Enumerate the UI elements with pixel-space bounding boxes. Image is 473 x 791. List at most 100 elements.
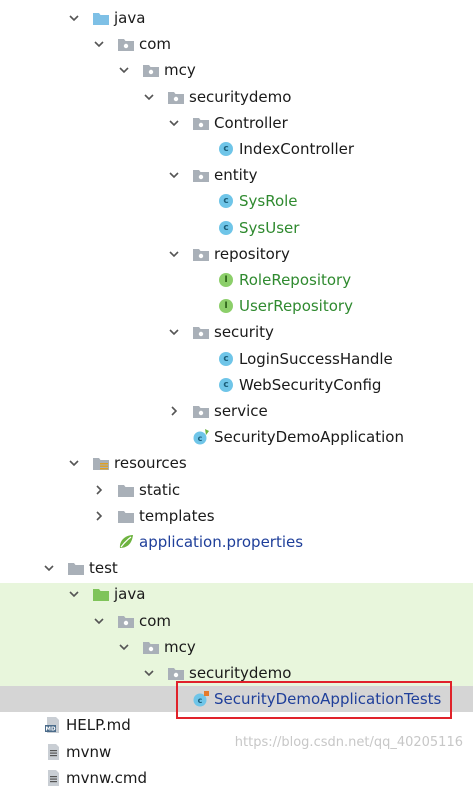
tree-item-label: HELP.md — [66, 716, 131, 735]
svg-text:c: c — [198, 434, 203, 443]
tree-item[interactable]: mvnw — [0, 739, 473, 765]
chevron-down-icon[interactable] — [167, 110, 181, 136]
folder-test-source-icon — [92, 585, 110, 603]
tree-item[interactable]: mvnw.cmd — [0, 765, 473, 791]
tree-item-label: static — [139, 480, 181, 499]
class-icon: c — [217, 350, 235, 368]
tree-item[interactable]: c SecurityDemoApplication — [0, 424, 473, 450]
tree-item-label: Controller — [214, 113, 288, 132]
chevron-down-icon[interactable] — [67, 450, 81, 476]
tree-item-label: mvnw.cmd — [66, 768, 148, 787]
tree-item-label: SysUser — [239, 218, 300, 237]
tree-item-label: java — [114, 9, 146, 27]
tree-item-label: com — [139, 35, 172, 54]
chevron-down-icon[interactable] — [167, 319, 181, 345]
tree-item-label: SecurityDemoApplication — [214, 428, 404, 447]
chevron-right-icon[interactable] — [92, 477, 106, 503]
package-icon — [192, 402, 210, 420]
spring-boot-class-icon: c — [192, 428, 210, 446]
test-sources-highlight-band — [0, 583, 473, 688]
tree-item-label: templates — [139, 506, 215, 525]
tree-item-label: test — [89, 559, 118, 578]
package-icon — [167, 88, 185, 106]
interface-icon: I — [217, 271, 235, 289]
chevron-down-icon[interactable] — [142, 660, 156, 686]
tree-item-label: application.properties — [139, 533, 304, 551]
tree-item-label: LoginSuccessHandle — [239, 349, 393, 368]
chevron-down-icon[interactable] — [117, 634, 131, 660]
text-file-icon — [44, 743, 62, 761]
tree-item[interactable]: test — [0, 555, 473, 581]
chevron-down-icon[interactable] — [42, 555, 56, 581]
tree-item[interactable]: securitydemo — [0, 84, 473, 110]
tree-item[interactable]: MD HELP.md — [0, 712, 473, 738]
tree-item-label: mcy — [164, 637, 196, 656]
package-icon — [192, 114, 210, 132]
package-icon — [142, 638, 160, 656]
markdown-file-icon: MD — [44, 716, 62, 734]
tree-item[interactable]: com — [0, 608, 473, 634]
chevron-down-icon[interactable] — [92, 608, 106, 634]
tree-item[interactable]: securitydemo — [0, 660, 473, 686]
tree-item-label: service — [214, 402, 268, 420]
tree-item[interactable]: service — [0, 398, 473, 424]
svg-text:MD: MD — [45, 727, 55, 733]
chevron-down-icon[interactable] — [67, 581, 81, 607]
chevron-down-icon[interactable] — [167, 162, 181, 188]
spring-properties-icon — [117, 533, 135, 551]
tree-item[interactable]: com — [0, 31, 473, 57]
tree-item[interactable]: java — [0, 5, 473, 31]
tree-item-label: securitydemo — [189, 664, 292, 682]
chevron-down-icon[interactable] — [92, 31, 106, 57]
tree-item-label: mcy — [164, 61, 196, 80]
class-icon: c — [217, 192, 235, 210]
watermark: https://blog.csdn.net/qq_40205116 — [234, 735, 463, 750]
annotation-box — [176, 681, 452, 719]
tree-item[interactable]: Controller — [0, 110, 473, 136]
tree-item-label: repository — [214, 244, 290, 263]
chevron-down-icon[interactable] — [142, 84, 156, 110]
tree-item[interactable]: repository — [0, 241, 473, 267]
chevron-right-icon[interactable] — [167, 398, 181, 424]
tree-item[interactable]: resources — [0, 450, 473, 476]
chevron-down-icon[interactable] — [167, 241, 181, 267]
tree-item-label: security — [214, 323, 274, 342]
tree-item-label: securitydemo — [189, 87, 292, 106]
tree-item[interactable]: templates — [0, 503, 473, 529]
tree-item[interactable]: mcy — [0, 57, 473, 83]
tree-item-label: RoleRepository — [239, 271, 352, 289]
tree-item[interactable]: application.properties — [0, 529, 473, 555]
tree-item-label: WebSecurityConfig — [239, 375, 382, 394]
tree-item-label: UserRepository — [239, 297, 353, 316]
tree-item[interactable]: static — [0, 477, 473, 503]
tree-item-label: IndexController — [239, 140, 355, 158]
class-icon: c — [217, 219, 235, 237]
tree-item-label: java — [114, 585, 146, 604]
package-icon — [167, 664, 185, 682]
tree-item[interactable]: mcy — [0, 634, 473, 660]
package-icon — [117, 35, 135, 53]
chevron-right-icon[interactable] — [92, 503, 106, 529]
tree-item[interactable]: security — [0, 319, 473, 345]
folder-icon — [67, 559, 85, 577]
chevron-down-icon[interactable] — [117, 57, 131, 83]
package-icon — [192, 323, 210, 341]
class-icon: c — [217, 140, 235, 158]
chevron-down-icon[interactable] — [67, 5, 81, 31]
folder-icon — [117, 507, 135, 525]
tree-item-label: resources — [114, 454, 187, 473]
folder-resources-icon — [92, 454, 110, 472]
svg-text:c: c — [198, 696, 203, 705]
package-icon — [192, 245, 210, 263]
package-icon — [192, 166, 210, 184]
tree-item[interactable]: entity — [0, 162, 473, 188]
tree-item[interactable]: java — [0, 581, 473, 607]
